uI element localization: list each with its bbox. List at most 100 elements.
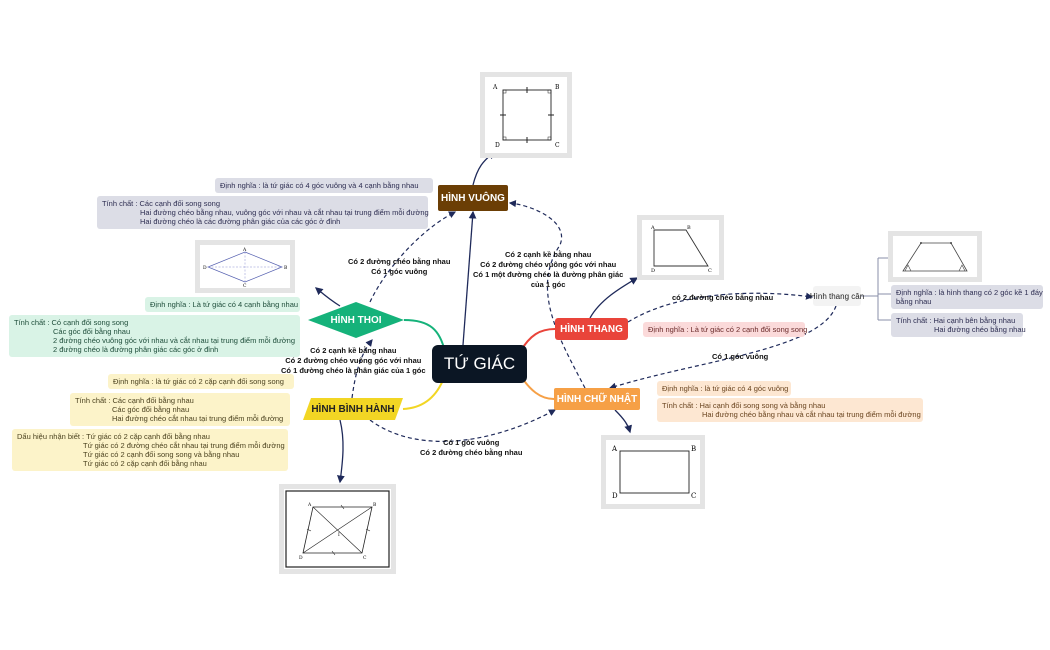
- branch-thang-pic: [589, 277, 639, 319]
- definition-text: Định nghĩa : Là tứ giác có 2 cạnh đối so…: [648, 325, 808, 334]
- vertex-label: D: [203, 265, 207, 271]
- link-label-line: Có 2 đường chéo bằng nhau: [420, 448, 523, 457]
- branch-cn-pic: [614, 409, 632, 434]
- hinh-thang-can-properties: Tính chất : Hai cạnh bên bằng nhau Hai đ…: [891, 313, 1026, 337]
- property-line: Hai đường chéo là các đường phân giác củ…: [140, 217, 341, 226]
- property-line: Các góc đối bằng nhau: [53, 327, 131, 336]
- vertex-label: D: [612, 492, 618, 500]
- hinh-chu-nhat-definition: Định nghĩa : là tứ giác có 4 góc vuông: [657, 381, 791, 396]
- property-line: Tính chất : Hai cạnh bên bằng nhau: [896, 316, 1016, 325]
- link-label-bh-thoi: Có 2 cạnh kề bằng nhau Có 2 đường chéo v…: [281, 346, 426, 376]
- vertex-label: B: [687, 225, 691, 231]
- link-thang-can: [627, 292, 814, 323]
- trapezoid-diagram: A B C D: [650, 225, 712, 274]
- vertex-label: B: [373, 502, 377, 508]
- hinh-thang-can-node[interactable]: Hình thang cân: [810, 286, 864, 306]
- hinh-binh-hanh-signs: Dấu hiệu nhận biết : Tứ giác có 2 cặp cạ…: [12, 429, 288, 471]
- rhombus-figure: A B C D: [200, 245, 290, 288]
- hinh-chu-nhat-node[interactable]: HÌNH CHỮ NHẬT: [554, 388, 640, 410]
- hinh-thoi-properties: Tính chất : Có cạnh đối song song Các gó…: [9, 315, 300, 357]
- isosceles-trapezoid-figure: [893, 236, 977, 277]
- link-label-line: Có 1 đường chéo là phân giác của 1 góc: [281, 366, 426, 375]
- property-line: Hai đường chéo bằng nhau: [934, 325, 1026, 334]
- link-label-cn-vuong: Có 2 cạnh kề bằng nhau Có 2 đường chéo v…: [473, 250, 623, 290]
- property-line: Hai đường chéo bằng nhau và cắt nhau tại…: [702, 410, 921, 419]
- parallelogram-figure: A B C D I: [284, 489, 391, 569]
- link-can-cn: [608, 305, 837, 390]
- vertex-label: B: [691, 445, 696, 453]
- link-label-line: Có 2 cạnh kề bằng nhau: [505, 250, 592, 259]
- hinh-thang-definition: Định nghĩa : Là tứ giác có 2 cạnh đối so…: [643, 322, 808, 337]
- hinh-binh-hanh-definition: Định nghĩa : là tứ giác có 2 cặp cạnh đố…: [108, 374, 294, 389]
- vertex-label: D: [495, 142, 500, 149]
- trapezoid-figure: A B C D: [642, 220, 719, 275]
- hinh-thang-can-definition: Định nghĩa : là hình thang có 2 góc kề 1…: [891, 285, 1043, 309]
- link-label-can-cn: Có 1 góc vuông: [712, 352, 769, 361]
- link-label-line: Có 2 đường chéo vuông góc với nhau: [480, 260, 617, 269]
- vertex-label: D: [651, 268, 655, 274]
- rectangle-figure: A B C D: [606, 440, 700, 504]
- branch-vuong-pic: [472, 151, 495, 186]
- square-figure: A B C D: [485, 77, 567, 153]
- vertex-label: A: [611, 445, 618, 453]
- definition-text: Định nghĩa : là tứ giác có 2 cặp cạnh đố…: [113, 377, 284, 386]
- vertex-label: C: [243, 283, 247, 288]
- property-line: 2 đường chéo là đường phân giác các góc …: [53, 345, 219, 354]
- definition-text: Định nghĩa : là hình thang có 2 góc kề 1…: [896, 288, 1043, 297]
- definition-text: Định nghĩa : là tứ giác có 4 góc vuông: [662, 384, 789, 393]
- link-label-thang-can: có 2 đường chéo bằng nhau: [672, 293, 774, 302]
- vertex-label: A: [307, 502, 312, 508]
- hinh-thang-node[interactable]: HÌNH THANG: [555, 318, 628, 340]
- definition-text: bằng nhau: [896, 297, 932, 306]
- hinh-binh-hanh-node[interactable]: HÌNH BÌNH HÀNH: [303, 398, 403, 420]
- vertex-label: D: [299, 555, 303, 561]
- sign-line: Tứ giác có 2 cặp cạnh đối bằng nhau: [83, 459, 207, 468]
- vertex-label: A: [492, 84, 498, 91]
- vertex-label: C: [363, 555, 367, 561]
- center-node[interactable]: TỨ GIÁC: [432, 345, 527, 383]
- branch-can-boxes: [861, 257, 891, 321]
- link-bh-thoi: [351, 339, 373, 399]
- link-bh-cn: [369, 409, 557, 442]
- definition-text: Định nghĩa : là tứ giác có 4 góc vuông v…: [220, 181, 419, 190]
- vertex-label: B: [555, 84, 560, 91]
- branch-bh-pic: [337, 419, 345, 484]
- hinh-vuong-properties: Tính chất : Các cạnh đối song song Hai đ…: [97, 196, 429, 229]
- hinh-vuong-definition: Định nghĩa : là tứ giác có 4 góc vuông v…: [215, 178, 433, 193]
- hinh-thoi-definition: Định nghĩa : Là tứ giác có 4 cạnh bằng n…: [145, 297, 300, 312]
- link-label-thoi-vuong: Có 2 đường chéo bằng nhau Có 1 góc vuông: [348, 257, 450, 277]
- vertex-label: B: [284, 265, 288, 271]
- hinh-binh-hanh-properties: Tính chất : Các cạnh đối bằng nhau Các g…: [70, 393, 290, 426]
- vertex-label: C: [708, 268, 712, 274]
- property-line: Hai đường chéo cắt nhau tại trung điểm m…: [112, 414, 284, 423]
- sign-line: Tứ giác có 2 cạnh đối song song và bằng …: [83, 450, 240, 459]
- vertex-label: C: [555, 142, 560, 149]
- link-label-line: Có 1 góc vuông: [443, 438, 500, 447]
- sign-line: Tứ giác có 2 đường chéo cắt nhau tại tru…: [83, 441, 285, 450]
- property-line: Tính chất : Hai cạnh đối song song và bằ…: [662, 401, 826, 410]
- isosceles-trapezoid-diagram: [902, 242, 968, 272]
- property-line: Hai đường chéo bằng nhau, vuông góc với …: [140, 208, 429, 217]
- sign-line: Dấu hiệu nhận biết : Tứ giác có 2 cặp cạ…: [17, 432, 210, 441]
- link-label-line: Có 2 cạnh kề bằng nhau: [310, 346, 397, 355]
- hinh-vuong-node[interactable]: HÌNH VUÔNG: [438, 185, 508, 211]
- square-diagram: A B C D: [492, 84, 560, 149]
- rectangle-diagram: A B C D: [611, 445, 696, 500]
- link-label-line: Có 2 đường chéo vuông góc với nhau: [285, 356, 422, 365]
- link-label-line: Có 1 một đường chéo là đường phân giác: [473, 270, 624, 279]
- hinh-chu-nhat-properties: Tính chất : Hai cạnh đối song song và bằ…: [657, 398, 923, 422]
- link-label-line: Có 1 góc vuông: [371, 267, 428, 276]
- definition-text: Định nghĩa : Là tứ giác có 4 cạnh bằng n…: [150, 300, 299, 309]
- rhombus-diagram: A B C D: [203, 247, 288, 288]
- vertex-label: A: [242, 247, 247, 253]
- link-cn-vuong: [508, 200, 586, 389]
- parallelogram-diagram: A B C D I: [285, 490, 390, 568]
- property-line: Các góc đối bằng nhau: [112, 405, 190, 414]
- vertex-label: C: [691, 492, 696, 500]
- vertex-label: I: [338, 532, 340, 538]
- branch-thoi-pic: [315, 287, 341, 307]
- property-line: Tính chất : Các cạnh đối bằng nhau: [75, 396, 194, 405]
- link-label-line: của 1 góc: [530, 280, 566, 289]
- branch-center-vuong: [462, 210, 477, 346]
- vertex-label: A: [650, 225, 655, 231]
